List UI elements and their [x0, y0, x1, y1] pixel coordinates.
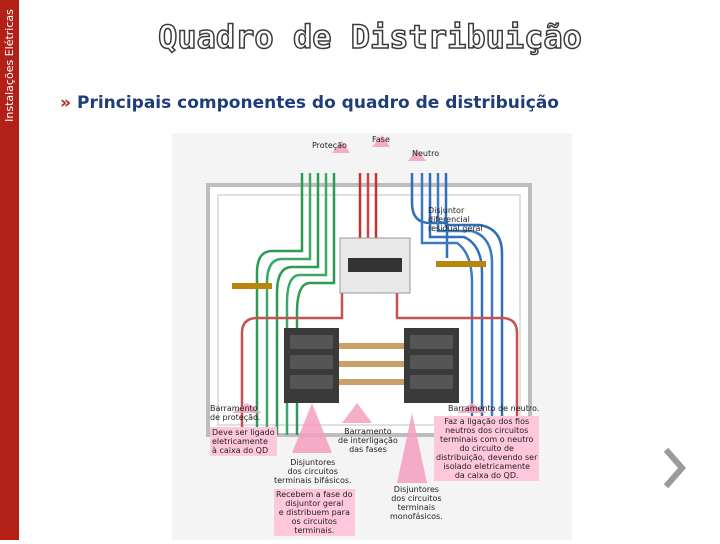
rcd-switches — [348, 258, 402, 272]
slide-title: Quadro de Distribuição — [150, 18, 590, 56]
protection-busbar — [232, 283, 272, 289]
label-disjuntores-monofasicos: Disjuntores dos circuitos terminais mono… — [390, 485, 443, 521]
label-barramento-protecao: Barramento de proteção. — [210, 404, 260, 422]
sidebar-label-text: Instalações Elétricas — [3, 9, 16, 122]
chevron-right-icon[interactable] — [664, 448, 688, 488]
label-fase: Fase — [372, 135, 390, 144]
chevron-right-icon-shape — [664, 448, 688, 488]
interconnect-busbar-2 — [339, 361, 404, 367]
breakers-left — [284, 328, 339, 403]
label-neutro: Neutro — [412, 149, 439, 158]
label-faz-ligacao: Faz a ligação dos fios neutros dos circu… — [434, 416, 539, 481]
label-deve-ser-ligado: Deve ser ligado eletricamente à caixa do… — [210, 427, 277, 456]
label-disjuntor-dr: Disjuntor diferencial residual geral — [428, 206, 483, 233]
breakers-right — [404, 328, 459, 403]
label-barramento-neutro: Barramento de neutro. — [448, 404, 539, 413]
neutral-busbar — [436, 261, 486, 267]
sidebar-label: Instalações Elétricas — [0, 0, 19, 130]
distribution-board-diagram: Proteção Fase Neutro Disjuntor diferenci… — [172, 133, 572, 540]
label-disjuntores-bifasicos: Disjuntores dos circuitos terminais bifá… — [274, 458, 352, 485]
label-protecao: Proteção — [312, 141, 347, 150]
subtitle-text: Principais componentes do quadro de dist… — [77, 93, 559, 113]
interconnect-busbar-1 — [339, 343, 404, 349]
bullet-icon: » — [60, 93, 71, 113]
label-barramento-interligacao: Barramento de interligação das fases — [338, 427, 398, 454]
label-recebem-fase: Recebem a fase do disjuntor geral e dist… — [274, 489, 355, 536]
interconnect-busbar-3 — [339, 379, 404, 385]
slide-subtitle: » Principais componentes do quadro de dis… — [60, 93, 559, 113]
